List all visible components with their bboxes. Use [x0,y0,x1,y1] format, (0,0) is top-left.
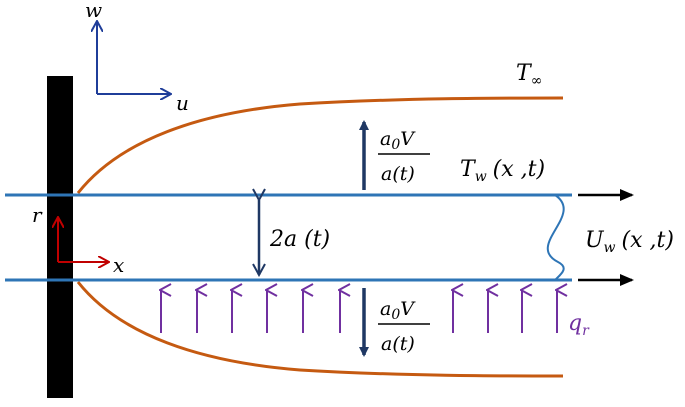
svg-text:a(t): a(t) [381,163,415,185]
heat-flux-label: qr [568,311,590,339]
u-axis-label: u [176,91,189,115]
heat-flux-arrows [161,290,557,333]
t-infinity-label: T∞ [516,61,542,89]
diameter-label: 2a (t) [269,227,330,252]
svg-text:a0V: a0V [380,128,416,153]
tube-end-profile [546,194,565,281]
wall-temperature-label: Tw(x ,t) [460,157,545,185]
boundary-layer-bottom [76,281,564,378]
wall-velocity-label: Uw(x ,t) [585,228,674,256]
svg-text:a0V: a0V [380,298,416,323]
r-axis-label: r [32,203,43,227]
wall [47,76,73,398]
boundary-layer-top [76,96,564,194]
x-axis-label: x [113,253,124,277]
w-axis-label: w [85,0,102,22]
suction-fraction-top: a0V a(t) [378,128,430,185]
suction-fraction-bottom: a0V a(t) [378,298,430,355]
svg-text:a(t): a(t) [381,333,415,355]
